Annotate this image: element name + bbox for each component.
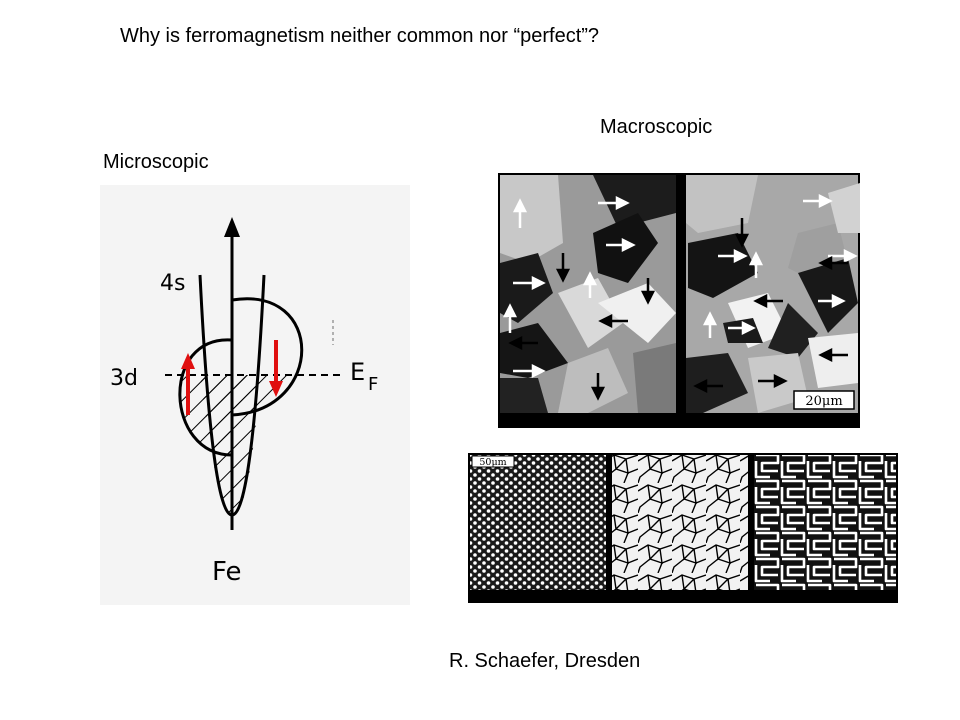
fe-density-of-states-figure: 4s 3d E F Fe <box>100 185 410 605</box>
magnetic-domain-micrograph: 20μm <box>498 173 860 428</box>
label-4s: 4s <box>160 271 185 296</box>
label-ef: E <box>350 358 365 386</box>
credit-text: R. Schaefer, Dresden <box>449 650 640 673</box>
macroscopic-label: Macroscopic <box>600 116 712 139</box>
slide-title: Why is ferromagnetism neither common nor… <box>120 25 599 48</box>
right-domain-panel: 20μm <box>686 175 860 413</box>
foam-domain-panel <box>612 455 748 590</box>
labyrinth-domain-panel <box>754 455 896 590</box>
strip-scale-label: 50μm <box>479 457 506 468</box>
label-3d: 3d <box>110 366 138 391</box>
domain-pattern-strip: 50μm <box>468 453 898 603</box>
microscopic-label: Microscopic <box>103 151 209 174</box>
left-domain-panel <box>500 175 676 413</box>
label-ef-subscript: F <box>368 374 378 395</box>
bubble-domain-panel <box>470 455 606 590</box>
scale-bar-label: 20μm <box>805 394 842 409</box>
label-fe: Fe <box>212 557 242 587</box>
